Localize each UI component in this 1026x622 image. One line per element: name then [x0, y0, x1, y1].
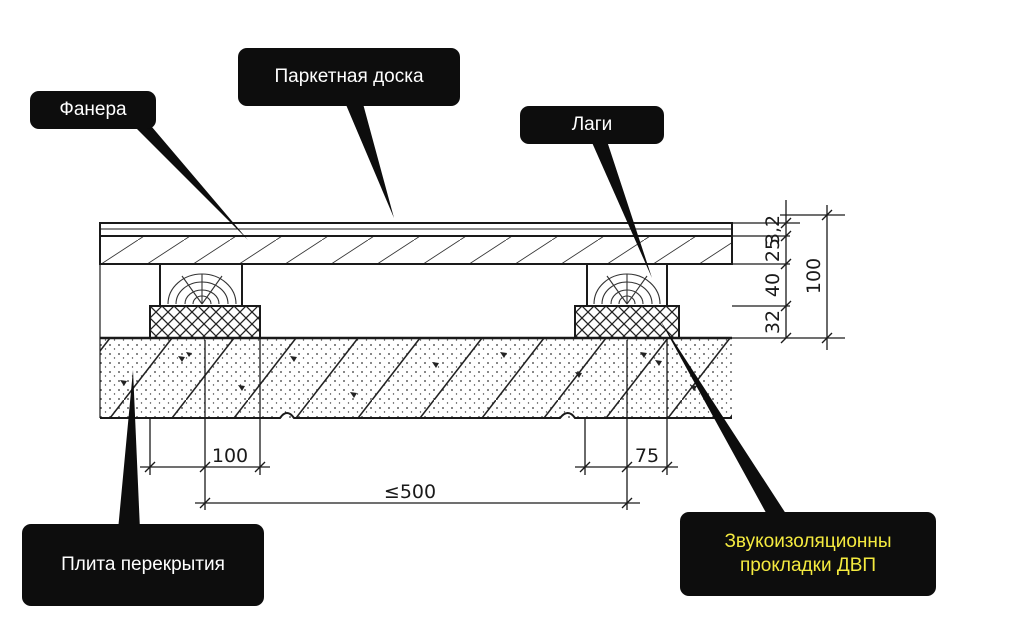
- parquet-layer: [99, 222, 733, 237]
- left-soundproof-pad: [149, 305, 261, 339]
- leader-parquet: [344, 100, 394, 218]
- label-parquet-board: Паркетная доска: [238, 48, 460, 106]
- dim-total-height: 100: [803, 258, 825, 294]
- label-soundproof-pads-line1: Звукоизоляционны: [724, 531, 892, 553]
- floor-slab: [99, 336, 732, 419]
- dim-pad-height: 32: [762, 310, 784, 334]
- dim-plywood-thickness: 25: [762, 238, 784, 262]
- right-soundproof-pad: [574, 305, 680, 339]
- horizontal-dimensions: [140, 338, 678, 510]
- label-joists: Лаги: [520, 106, 664, 144]
- vertical-dimensions: [732, 200, 845, 350]
- label-plywood: Фанера: [30, 91, 156, 129]
- leader-joists: [590, 138, 652, 278]
- dim-left-pad-width: 100: [212, 445, 248, 467]
- label-soundproof-pads-line2: прокладки ДВП: [739, 555, 877, 576]
- callout-leaders: [118, 100, 790, 530]
- dim-joist-span: ≤500: [384, 481, 436, 503]
- dim-parquet-thickness: 3,2: [762, 215, 784, 245]
- dim-right-pad-width: 75: [635, 445, 659, 467]
- label-floor-slab: Плита перекрытия: [22, 524, 264, 606]
- leader-slab: [118, 370, 140, 530]
- left-joist: [159, 263, 243, 307]
- leader-plywood: [128, 120, 248, 240]
- dim-joist-height: 40: [762, 273, 784, 297]
- left-joist-assembly: [149, 263, 261, 339]
- leader-pads: [660, 320, 790, 520]
- right-joist-assembly: [574, 263, 680, 339]
- label-soundproof-pads: Звукоизоляционны прокладки ДВП: [680, 512, 936, 596]
